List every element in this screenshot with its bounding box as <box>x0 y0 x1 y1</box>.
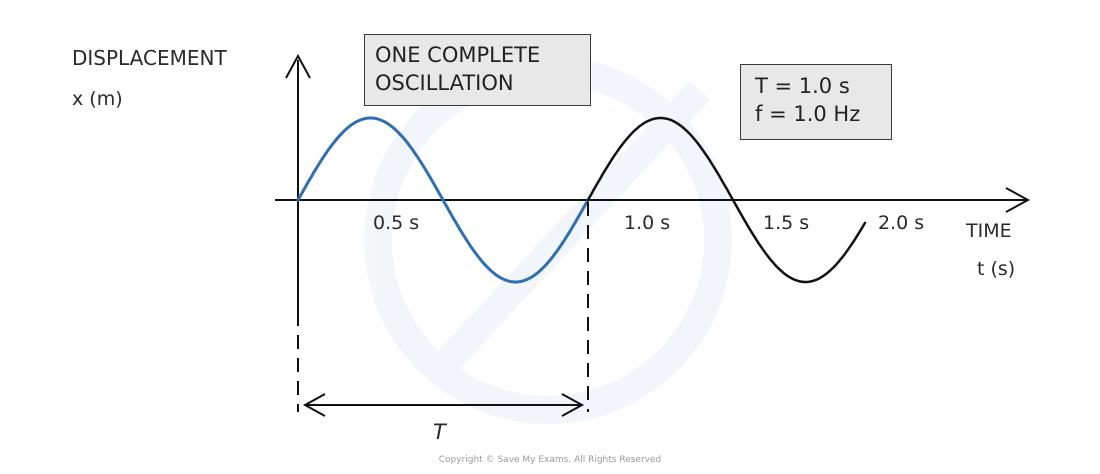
tick-label-0-5s: 0.5 s <box>373 212 420 234</box>
oscillation-box-line1: ONE COMPLETE <box>375 43 541 67</box>
continued-oscillation-curve <box>586 116 867 284</box>
y-axis-title: DISPLACEMENT <box>72 46 227 70</box>
period-label: T <box>433 420 446 444</box>
frequency-value: f = 1.0 Hz <box>755 102 861 126</box>
x-axis-arrowhead <box>1005 187 1031 213</box>
oscillation-box-line2: OSCILLATION <box>375 71 514 95</box>
period-value: T = 1.0 s <box>755 74 850 98</box>
period-frequency-box: T = 1.0 s f = 1.0 Hz <box>740 64 892 140</box>
copyright-notice: Copyright © Save My Exams. All Rights Re… <box>438 455 662 465</box>
one-complete-oscillation-box: ONE COMPLETE OSCILLATION <box>364 34 591 106</box>
watermark-logo <box>364 56 732 424</box>
tick-label-1-5s: 1.5 s <box>763 212 810 234</box>
tick-label-1-0s: 1.0 s <box>624 212 671 234</box>
y-axis-arrowhead <box>285 53 311 79</box>
y-axis-unit: x (m) <box>72 88 123 110</box>
tick-label-2-0s: 2.0 s <box>878 212 925 234</box>
x-axis-unit: t (s) <box>977 258 1016 280</box>
x-axis-title: TIME <box>966 220 1012 242</box>
highlighted-oscillation-curve <box>296 116 590 284</box>
period-double-arrow <box>302 393 585 417</box>
